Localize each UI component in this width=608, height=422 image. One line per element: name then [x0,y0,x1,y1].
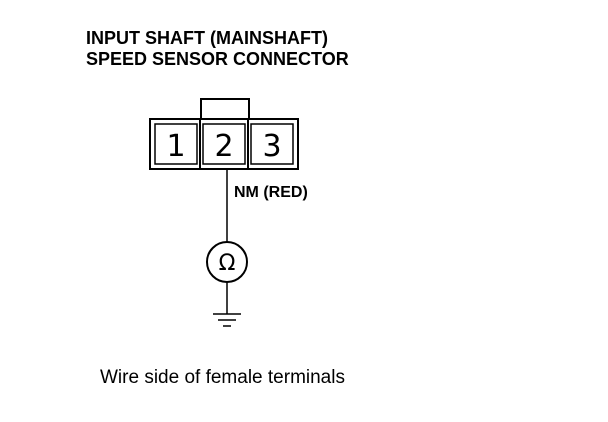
ohm-symbol: Ω [219,251,236,276]
connector: 1 2 3 [149,98,299,170]
pin-1-label: 1 [166,129,185,164]
pin-3-frame [250,123,294,165]
pin-3-label: 3 [262,129,281,164]
title-line-1: INPUT SHAFT (MAINSHAFT) [86,28,328,48]
pin-2-frame [202,123,246,165]
ground-icon [213,313,241,327]
caption: Wire side of female terminals [100,367,345,388]
title-line-2: SPEED SENSOR CONNECTOR [86,49,349,69]
ohmmeter-icon: Ω [206,241,248,283]
connector-body [149,118,299,170]
pin-2-label: 2 [214,129,233,164]
connector-lock-tab [200,98,250,120]
wire-color-label: NM (RED) [234,184,308,201]
pin-1-frame [154,123,198,165]
